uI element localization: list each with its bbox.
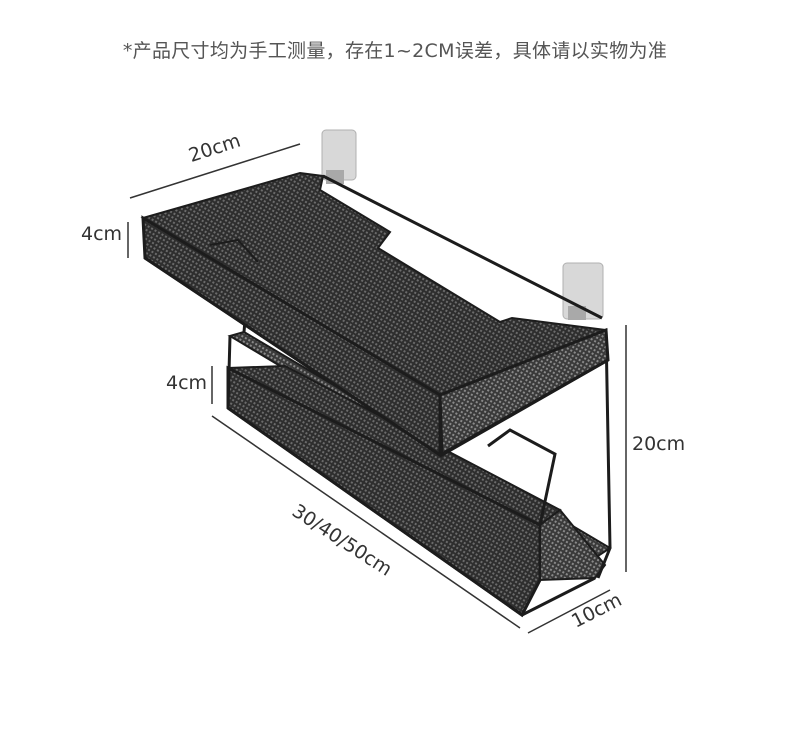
dimension-top-tray-height: 4cm — [81, 223, 123, 245]
measurement-disclaimer: *产品尺寸均为手工测量，存在1~2CM误差，具体请以实物为准 — [122, 40, 668, 62]
dimension-lines — [127, 143, 627, 634]
wall-hook-right — [562, 262, 604, 320]
lower-tray — [226, 330, 612, 618]
dimension-bottom-tray-height: 4cm — [166, 372, 208, 394]
side-support-right — [487, 329, 612, 579]
dimension-overall-height: 20cm — [632, 433, 686, 455]
back-rail — [322, 174, 603, 320]
upper-tray — [140, 171, 610, 458]
wall-hook-left — [321, 129, 357, 184]
